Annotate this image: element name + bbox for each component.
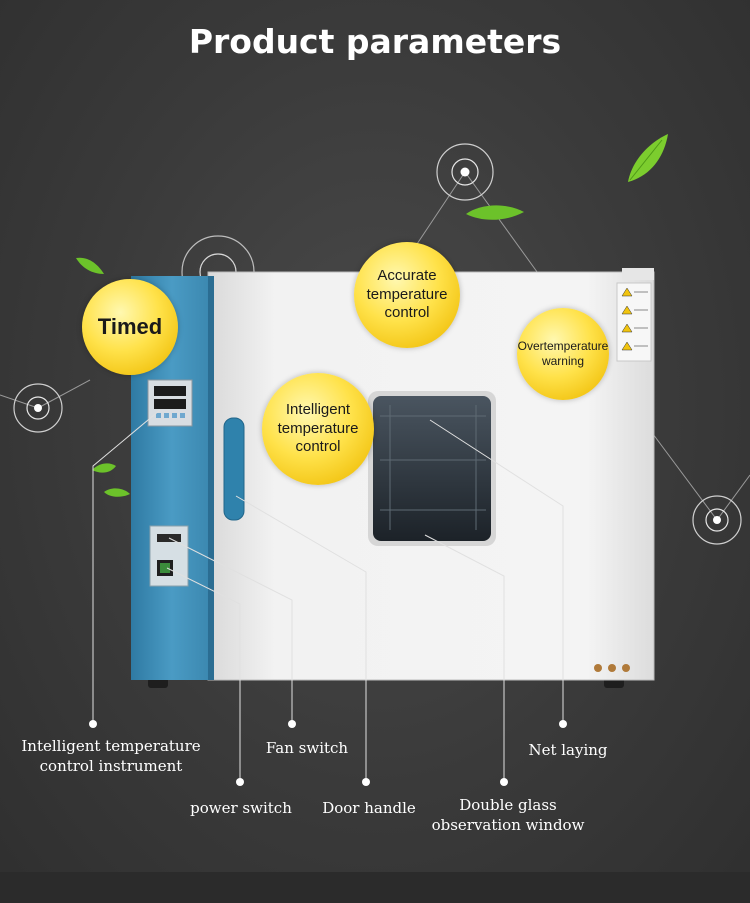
net-shelves xyxy=(380,405,486,530)
label-double-glass-window: Double glass observation window xyxy=(431,796,585,835)
label-door-handle: Door handle xyxy=(322,799,416,817)
warning-sticker-icon xyxy=(616,282,652,362)
leaf-icon xyxy=(76,257,104,274)
bubble-accurate-temperature-control: Accurate temperature control xyxy=(354,242,460,348)
label-net-laying: Net laying xyxy=(528,741,608,759)
oven-foot xyxy=(148,678,168,688)
bubble-overtemperature-warning: Overtemperature warning xyxy=(517,308,609,400)
label-fan-switch: Fan switch xyxy=(265,739,349,757)
target-ring-icon xyxy=(436,143,494,201)
leaf-icon xyxy=(92,463,116,473)
label-control-instrument: Intelligent temperature control instrume… xyxy=(21,737,201,776)
footer-band xyxy=(0,872,750,903)
leaf-icon xyxy=(628,134,668,182)
page-title: Product parameters xyxy=(188,22,562,61)
leaf-icon xyxy=(104,488,130,497)
target-ring-icon xyxy=(692,495,742,545)
callout-lines xyxy=(92,409,564,782)
label-power-switch: power switch xyxy=(190,799,292,817)
target-ring-icon xyxy=(13,383,63,433)
bubble-timed: Timed xyxy=(82,279,178,375)
back-terminals xyxy=(594,664,630,672)
callout-dots xyxy=(89,720,567,786)
leaf-icon xyxy=(466,205,524,220)
door-handle[interactable] xyxy=(223,417,245,521)
cabinet-vent xyxy=(622,268,654,280)
bubble-intelligent-temperature-control: Intelligent temperature control xyxy=(262,373,374,485)
observation-window xyxy=(373,396,491,541)
